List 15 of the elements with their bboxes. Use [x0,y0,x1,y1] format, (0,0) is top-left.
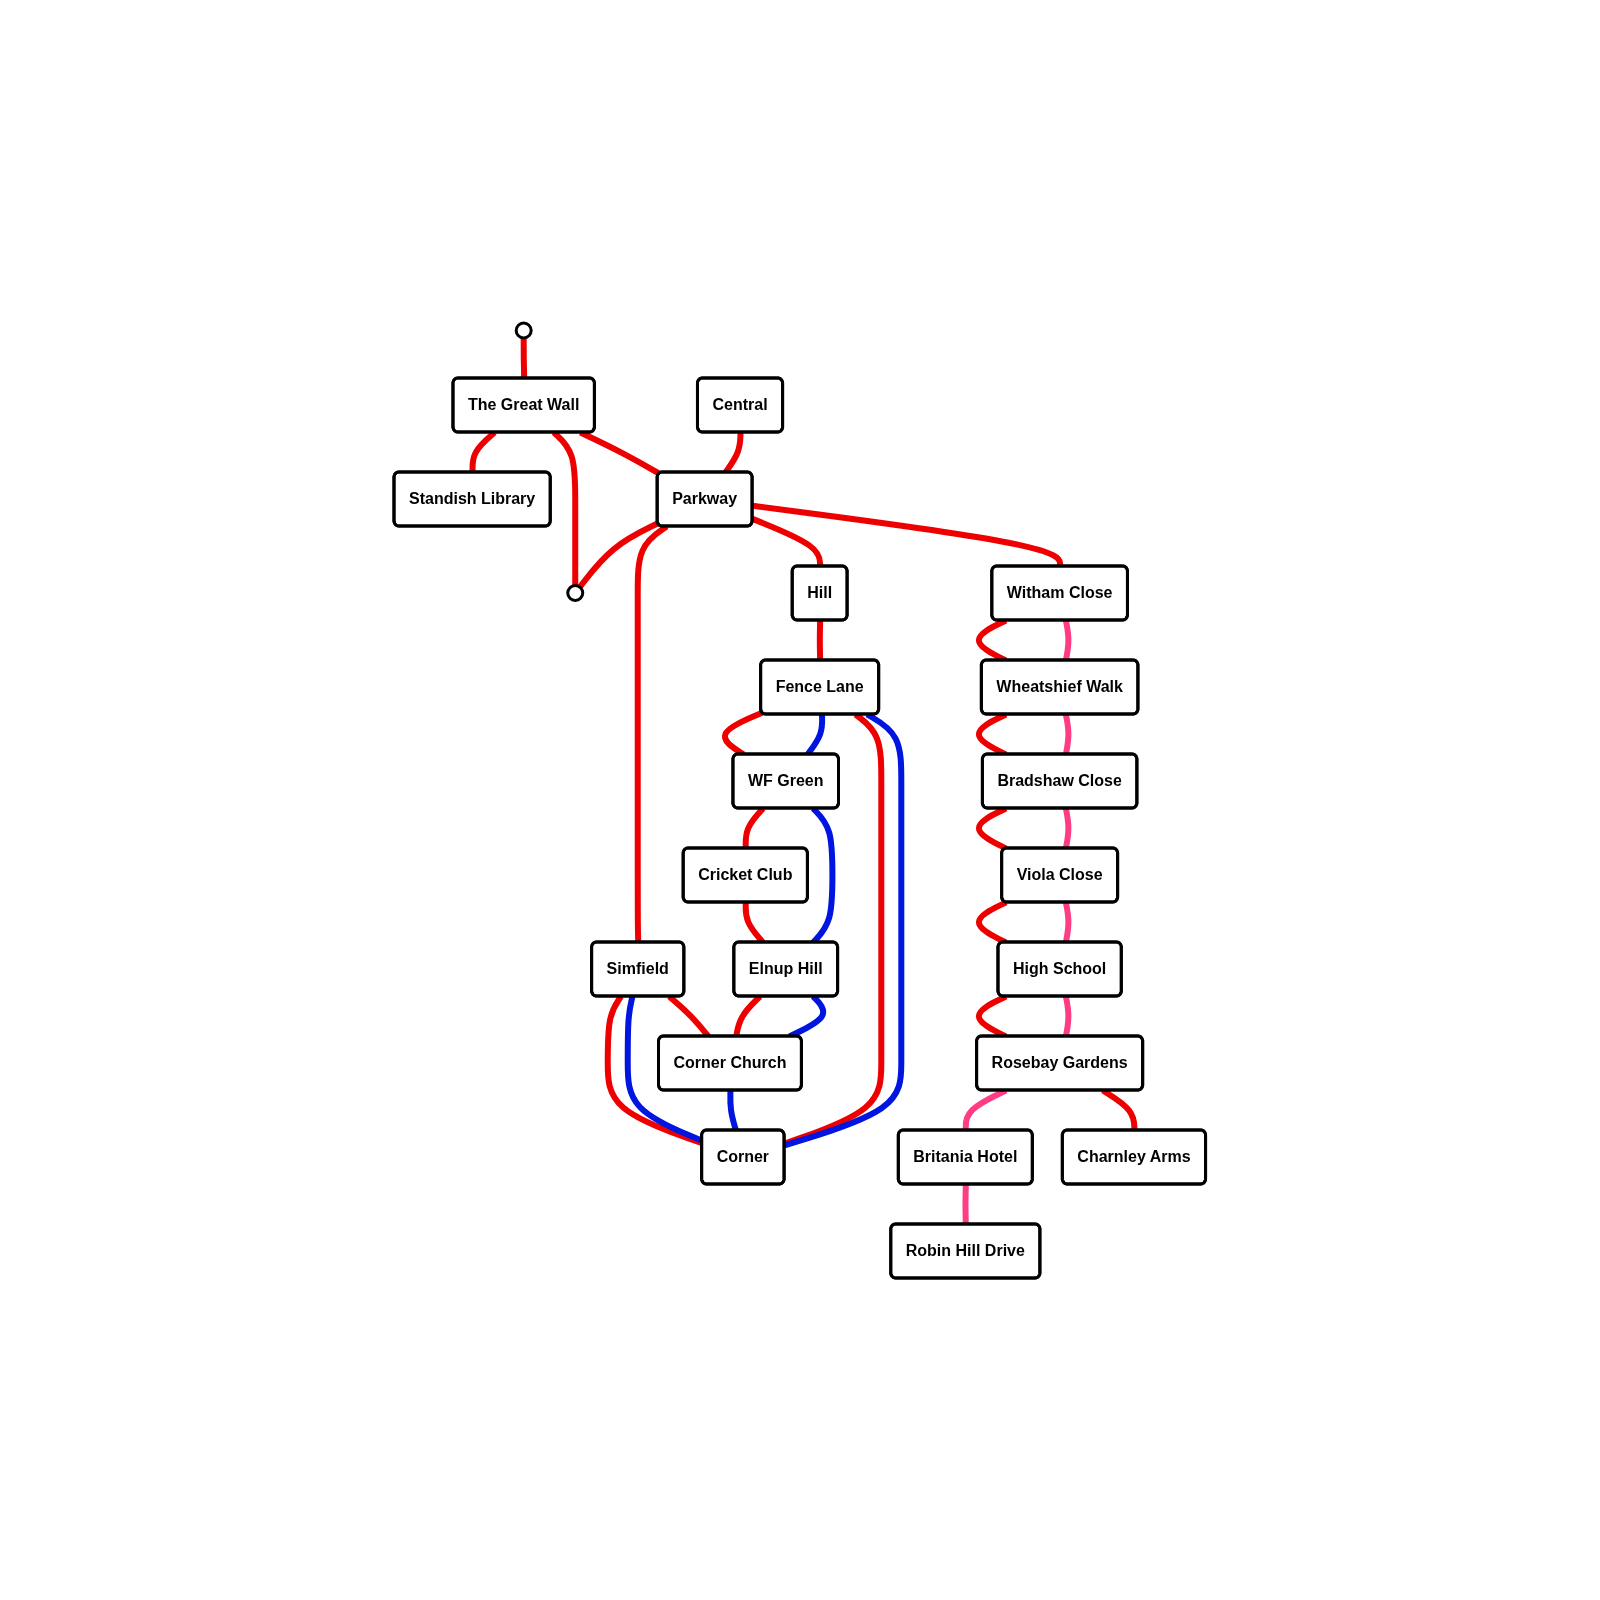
connector [520,337,528,379]
connector [1063,807,1072,849]
node-circle [514,321,533,339]
node-circle [566,583,585,602]
connector [1063,995,1072,1037]
connector [752,502,1064,567]
connector [1063,901,1072,943]
connector [1063,619,1072,661]
connector [577,520,660,589]
connector [727,1089,740,1131]
connector [976,899,1008,945]
connector [962,1183,970,1225]
connector [751,515,824,567]
connector [1063,713,1072,755]
connector [817,619,824,661]
